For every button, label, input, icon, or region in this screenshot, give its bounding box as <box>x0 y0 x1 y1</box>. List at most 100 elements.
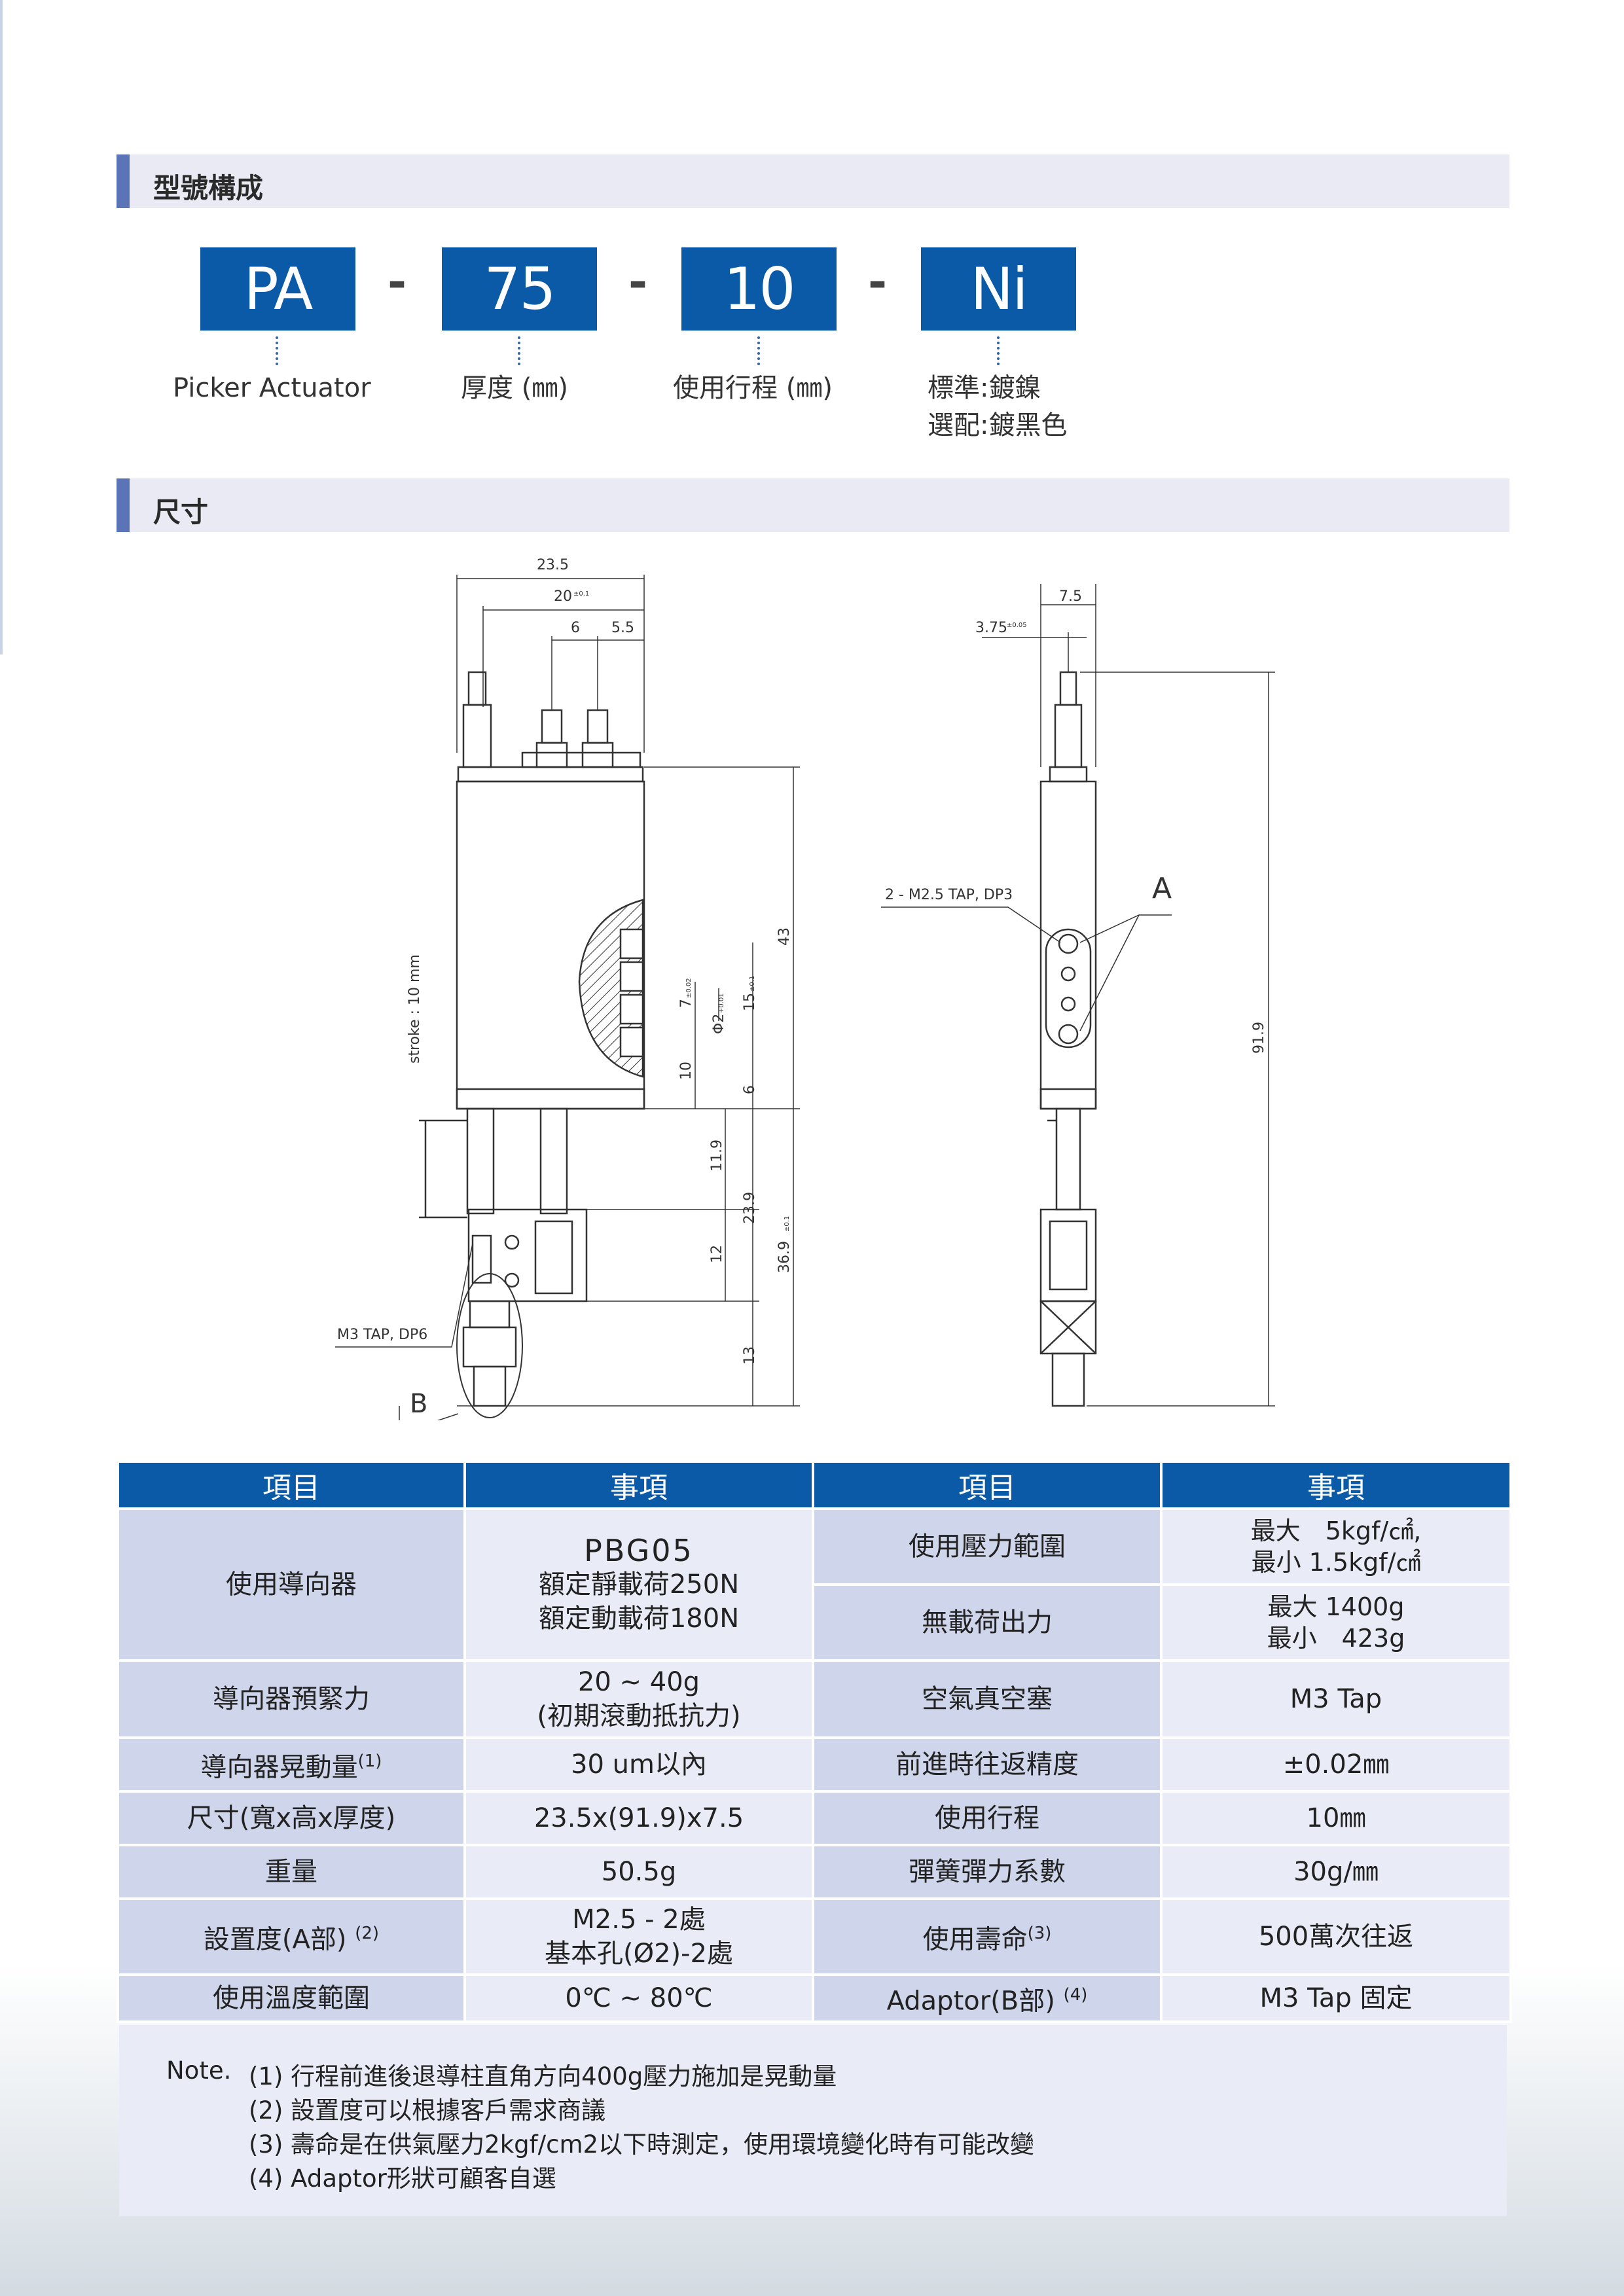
side-view <box>881 584 1275 1407</box>
table-cell: 50.5g <box>463 1844 814 1900</box>
footnote-ref: (3) <box>1027 1924 1052 1944</box>
model-dotted-leader <box>997 336 1000 365</box>
cell-line: 額定靜載荷250N <box>538 1570 740 1600</box>
note-2: (2) 設置度可以根據客戶需求商議 <box>249 2096 606 2125</box>
dim-label: 36.9 <box>776 1241 793 1273</box>
table-header: 項目 <box>117 1460 466 1510</box>
table-cell: 30g/㎜ <box>1160 1844 1512 1900</box>
table-cell: 使用壽命(3) <box>812 1897 1163 1976</box>
cell-text: 使用壽命 <box>922 1924 1028 1955</box>
dim-label: 6 <box>571 620 580 636</box>
dim-label: 10 <box>678 1062 695 1080</box>
cell-line: 最大 5kgf/㎠, <box>1250 1516 1422 1545</box>
table-cell: 重量 <box>117 1844 466 1900</box>
table-header: 事項 <box>1160 1460 1512 1510</box>
dim-label: 23.9 <box>742 1192 758 1224</box>
table-cell: M2.5 - 2處 基本孔(Ø2)-2處 <box>463 1897 814 1976</box>
model-code-stroke: 10 <box>681 247 837 331</box>
model-code-thickness: 75 <box>442 247 597 331</box>
model-dotted-leader <box>757 336 760 365</box>
table-cell: 前進時往返精度 <box>812 1736 1163 1793</box>
dim-label: 12 <box>709 1245 725 1263</box>
table-row: 重量 50.5g 彈簧彈力系數 30g/㎜ <box>117 1844 1512 1900</box>
dim-tolerance: ±0.02 <box>685 978 693 998</box>
table-cell: 尺寸(寬x高x厚度) <box>117 1790 466 1846</box>
dim-label: 3.75 <box>975 620 1007 636</box>
table-cell: M3 Tap 固定 <box>1160 1973 1512 2023</box>
notes-box <box>119 2025 1507 2216</box>
table-cell: 彈簧彈力系數 <box>812 1844 1163 1900</box>
footnote-ref: (2) <box>355 1924 380 1944</box>
footnote-ref: (4) <box>1063 1985 1088 2005</box>
table-cell: 23.5x(91.9)x7.5 <box>463 1790 814 1846</box>
table-row: 使用溫度範圍 0℃ ~ 80℃ Adaptor(B部) (4) M3 Tap 固… <box>117 1973 1512 2023</box>
table-row: 尺寸(寬x高x厚度) 23.5x(91.9)x7.5 使用行程 10㎜ <box>117 1790 1512 1846</box>
table-cell: M3 Tap <box>1160 1659 1512 1739</box>
cell-line: 最小 1.5kgf/㎠ <box>1251 1548 1421 1577</box>
table-cell: Adaptor(B部) (4) <box>812 1973 1163 2023</box>
dimension-drawing: 23.5 20 ±0.1 6 5.5 43 7 ±0.02 Φ2 +0.01 1… <box>335 557 1275 1420</box>
table-cell: 使用溫度範圍 <box>117 1973 466 2023</box>
table-cell: ±0.02㎜ <box>1160 1736 1512 1793</box>
model-dash: - <box>388 255 407 309</box>
section-header-model: 型號構成 <box>117 154 1509 208</box>
m3-tap-label: M3 TAP, DP6 <box>337 1327 427 1343</box>
cell-line: M2.5 - 2處 <box>572 1905 706 1935</box>
label-a: A <box>1152 872 1172 905</box>
m25-tap-label: 2 - M2.5 TAP, DP3 <box>885 887 1013 903</box>
table-cell: 500萬次往返 <box>1160 1897 1512 1976</box>
model-dash: - <box>868 255 888 309</box>
note-1: (1) 行程前進後退導柱直角方向400g壓力施加是晃動量 <box>249 2062 837 2090</box>
model-label-stroke: 使用行程 (㎜) <box>673 373 833 403</box>
section-header-dimensions: 尺寸 <box>117 478 1509 532</box>
dim-label: 7 <box>678 999 695 1008</box>
dim-label: 13 <box>742 1346 758 1365</box>
table-cell: 20 ~ 40g (初期滾動抵抗力) <box>463 1659 814 1739</box>
table-header-row: 項目 事項 項目 事項 <box>117 1460 1512 1510</box>
model-code-finish: Ni <box>921 247 1076 331</box>
dim-tolerance: ±0.1 <box>784 1216 791 1232</box>
table-cell: 30 um以內 <box>463 1736 814 1793</box>
dim-tolerance: ±0.1 <box>573 590 589 598</box>
label-b: B <box>410 1389 427 1419</box>
model-label-finish-std: 標準:鍍鎳 <box>928 373 1041 403</box>
note-4: (4) Adaptor形狀可顧客自選 <box>249 2164 556 2193</box>
model-dotted-leader <box>276 336 278 365</box>
model-dash: - <box>628 255 648 309</box>
table-header: 事項 <box>463 1460 814 1510</box>
cell-line: PBG05 <box>584 1533 694 1568</box>
dim-label: 23.5 <box>537 557 569 573</box>
cell-line: (初期滾動抵抗力) <box>537 1701 741 1731</box>
table-row: 使用導向器 PBG05 額定靜載荷250N 額定動載荷180N 使用壓力範圍 最… <box>117 1507 1512 1662</box>
model-label-finish-opt: 選配:鍍黑色 <box>928 410 1068 440</box>
front-view <box>335 575 800 1420</box>
table-cell: 導向器晃動量(1) <box>117 1736 466 1793</box>
table-cell: 設置度(A部) (2) <box>117 1897 466 1976</box>
table-cell: PBG05 額定靜載荷250N 額定動載荷180N <box>463 1507 814 1662</box>
cell-text: Adaptor(B部) <box>886 1986 1055 2017</box>
section-accent <box>117 478 130 532</box>
dim-label: 6 <box>742 1085 758 1094</box>
dim-label: 20 <box>554 588 572 605</box>
footnote-ref: (1) <box>357 1751 382 1772</box>
table-cell: 使用導向器 <box>117 1507 466 1662</box>
table-cell: 無載荷出力 <box>812 1583 1163 1662</box>
dim-label: 7.5 <box>1059 588 1082 605</box>
dim-tolerance: ±0.1 <box>749 976 756 992</box>
table-cell: 10㎜ <box>1160 1790 1512 1846</box>
stroke-label: stroke : 10 mm <box>406 954 423 1064</box>
cell-line: 最小 423g <box>1267 1624 1405 1653</box>
model-code-series: PA <box>200 247 355 331</box>
table-cell: 使用行程 <box>812 1790 1163 1846</box>
model-dotted-leader <box>518 336 520 365</box>
cell-line: 基本孔(Ø2)-2處 <box>544 1939 734 1969</box>
section-title: 尺寸 <box>153 496 209 528</box>
table-cell: 導向器預緊力 <box>117 1659 466 1739</box>
cell-line: 20 ~ 40g <box>577 1667 700 1697</box>
spec-table: 項目 事項 項目 事項 使用導向器 PBG05 額定靜載荷250N 額定動載荷1… <box>117 1460 1512 2023</box>
table-cell: 最大 1400g 最小 423g <box>1160 1583 1512 1662</box>
note-3: (3) 壽命是在供氣壓力2kgf/cm2以下時測定，使用環境變化時有可能改變 <box>249 2130 1035 2159</box>
dim-label: 5.5 <box>611 620 634 636</box>
dim-label: 11.9 <box>709 1139 725 1172</box>
dim-label: 91.9 <box>1251 1022 1267 1054</box>
